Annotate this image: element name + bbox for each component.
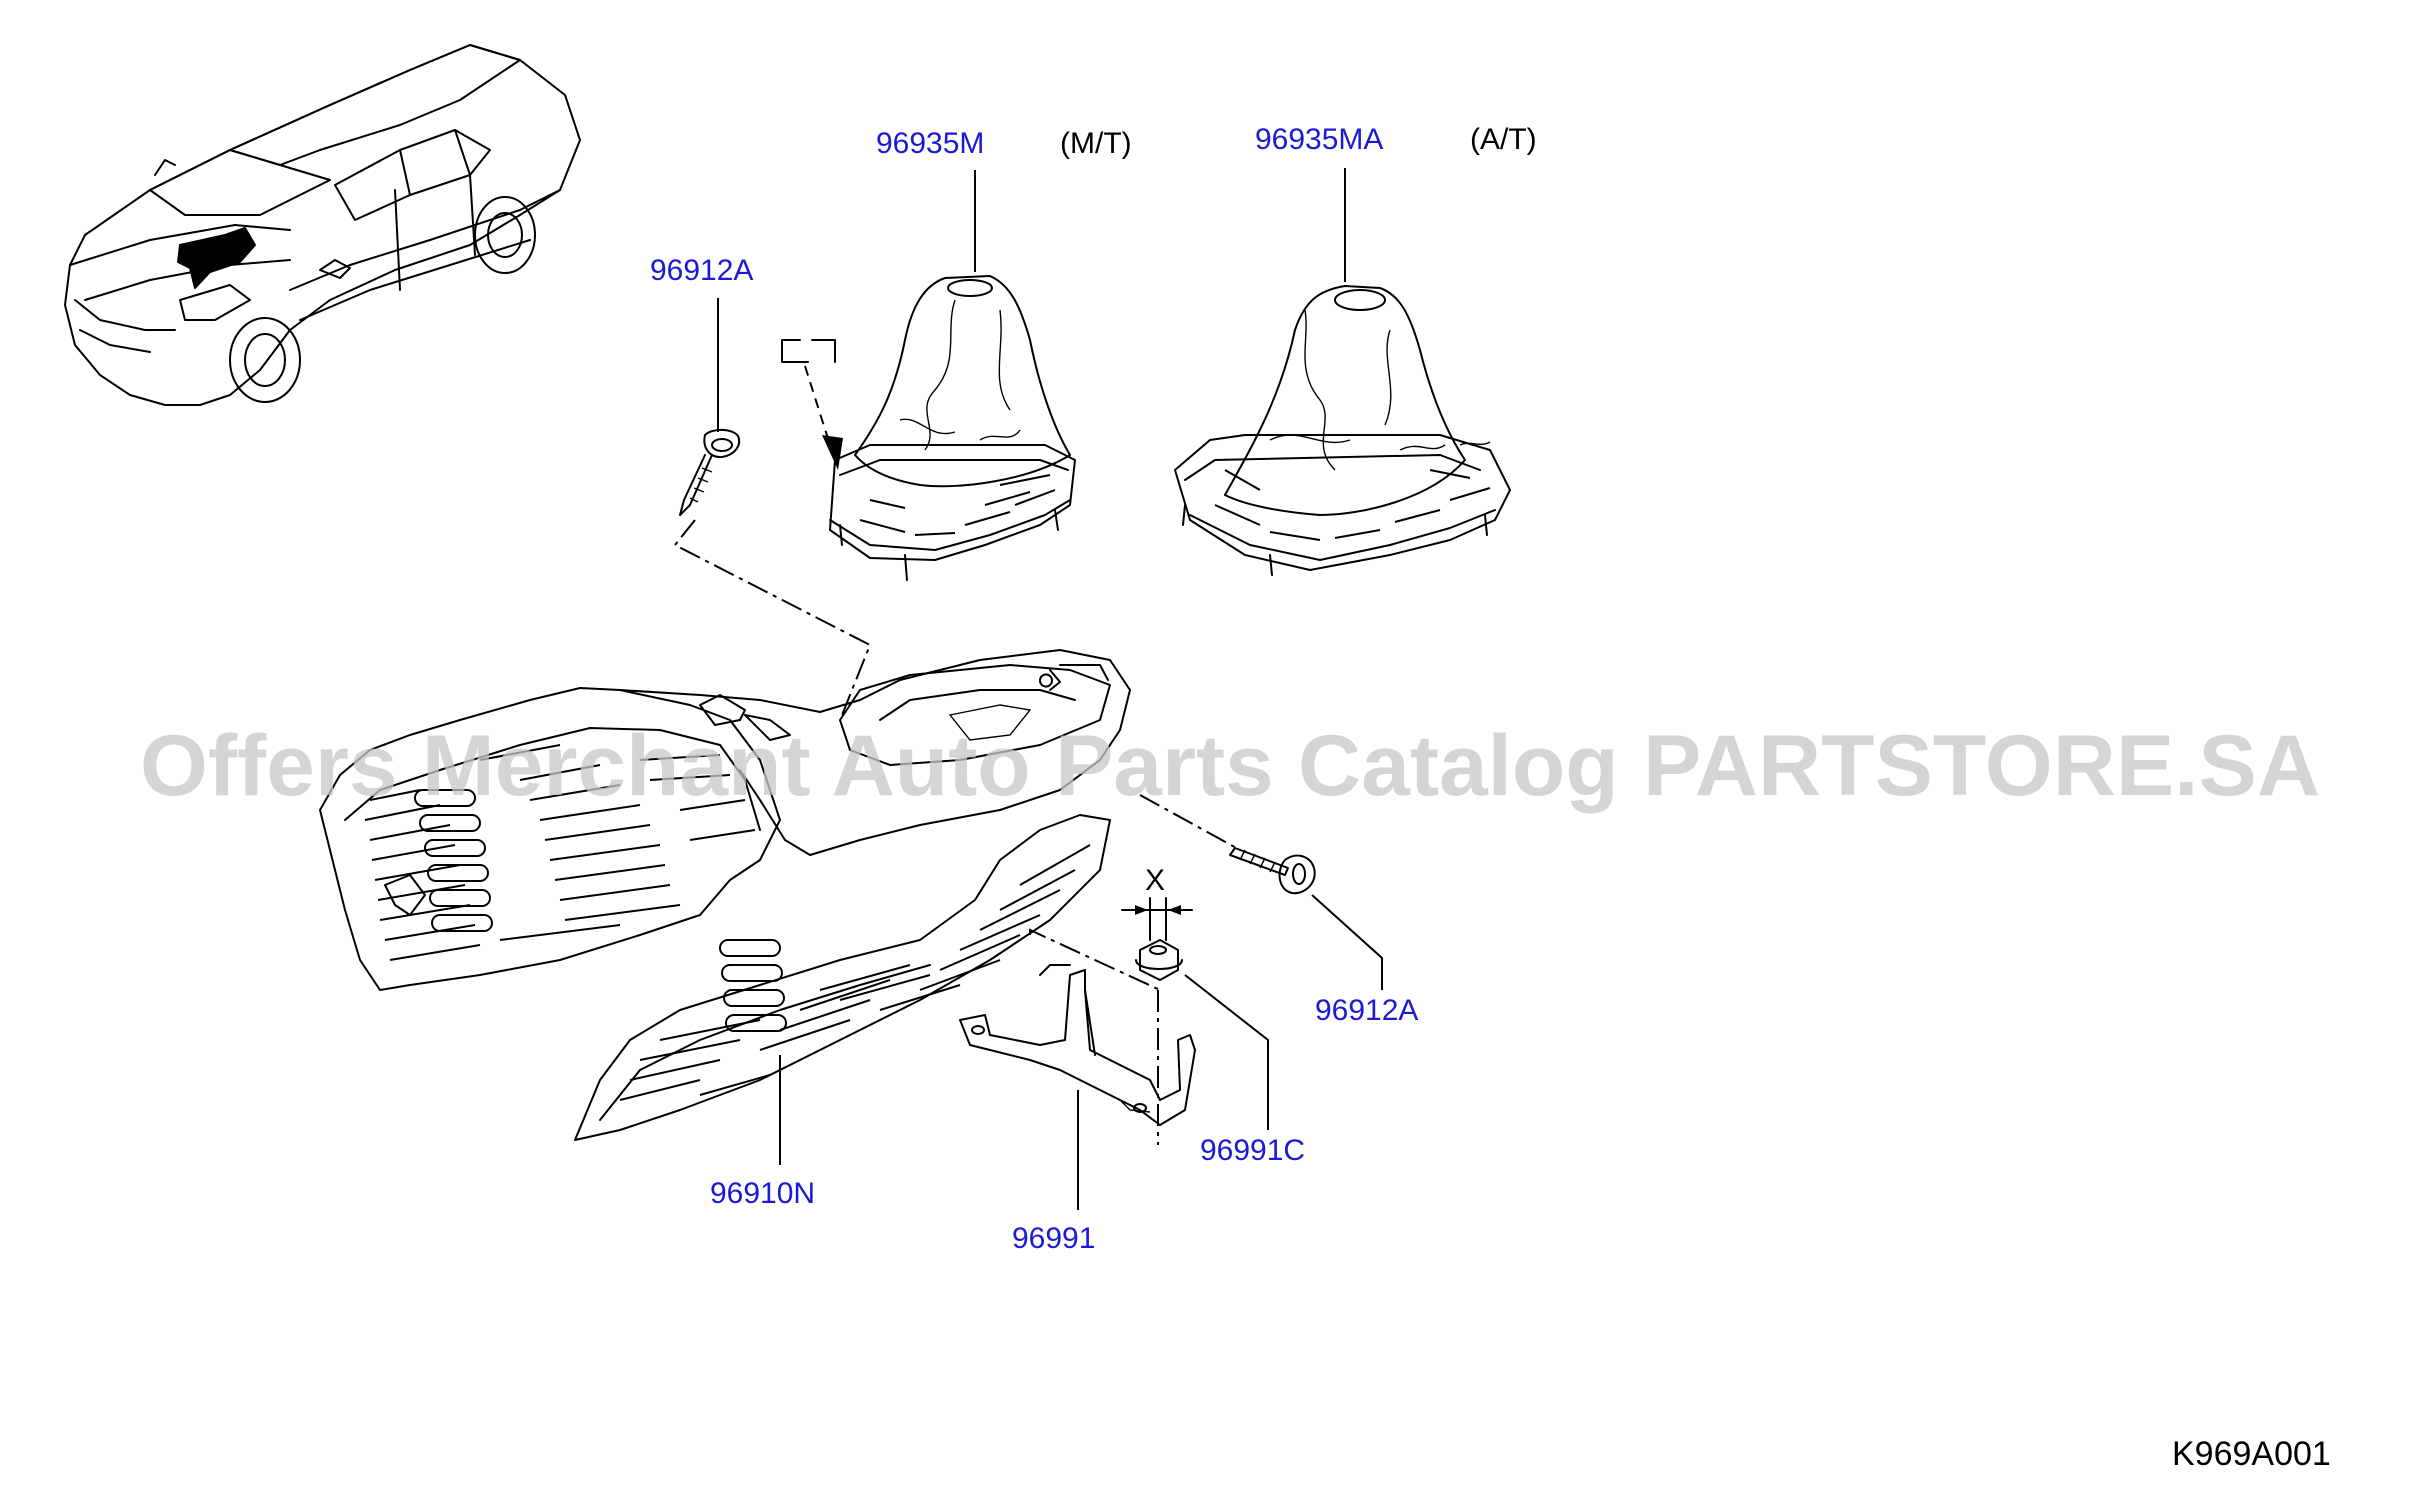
svg-text:X: X xyxy=(1145,864,1165,897)
label-96935ma: 96935MA xyxy=(1255,123,1383,156)
shift-boot-at xyxy=(1174,285,1511,576)
nut-96991c xyxy=(1135,939,1183,981)
shift-boot-mt xyxy=(829,275,1076,581)
leader-96912a-lower xyxy=(1311,894,1383,990)
label-96991c: 96991C xyxy=(1200,1134,1305,1167)
screw-96912a-lower xyxy=(1229,847,1316,895)
assembly-line-bracket xyxy=(1029,928,1161,991)
detail-indicator xyxy=(781,339,843,470)
console-96910n xyxy=(319,649,1131,1141)
assembly-line-upper-screw xyxy=(673,519,872,721)
label-96991: 96991 xyxy=(1012,1222,1095,1255)
label-96910n: 96910N xyxy=(710,1177,815,1210)
vehicle-locator-illustration xyxy=(64,44,581,406)
dimension-x: X xyxy=(1121,864,1193,941)
label-96912a-lower: 96912A xyxy=(1315,994,1418,1027)
label-96912a-upper: 96912A xyxy=(650,254,753,287)
label-mt-note: (M/T) xyxy=(1060,127,1132,160)
catalog-code: K969A001 xyxy=(2172,1435,2331,1473)
label-96935m: 96935M xyxy=(876,127,984,160)
label-at-note: (A/T) xyxy=(1470,123,1537,156)
bracket-96991 xyxy=(959,964,1196,1126)
leader-96991c xyxy=(1184,974,1269,1130)
assembly-line-lower-screw xyxy=(1139,794,1241,851)
watermark-text: Offers Merchant Auto Parts Catalog PARTS… xyxy=(140,718,2320,814)
screw-96912a-upper xyxy=(679,428,741,516)
